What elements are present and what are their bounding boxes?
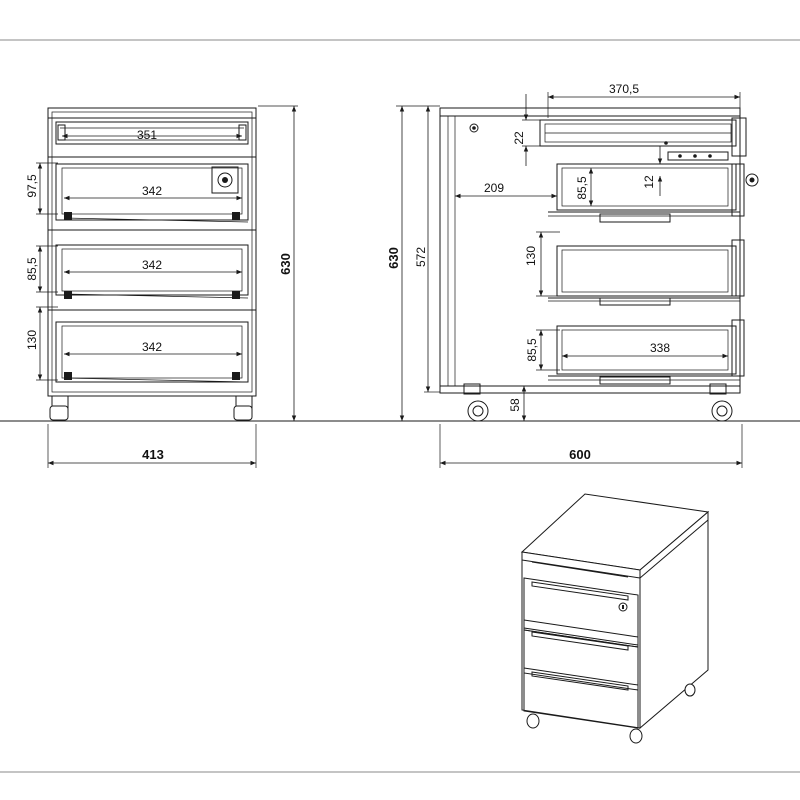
iso-side-face <box>639 510 709 730</box>
iso-handle-3 <box>531 671 629 691</box>
side-lock-icon <box>745 173 759 187</box>
side-drawer-3 <box>556 325 737 375</box>
front-drawer-3-width-label: 342 <box>142 340 162 354</box>
side-top-height-label: 22 <box>512 131 526 145</box>
iso-castor-back <box>684 683 696 697</box>
side-view: 370,5 22 209 12 85,5 130 85,5 338 6 <box>386 82 759 468</box>
iso-drawer-3 <box>523 667 639 729</box>
side-top-depth-label: 370,5 <box>609 82 639 96</box>
side-castor-back <box>711 400 733 422</box>
side-drawer-2 <box>556 245 737 297</box>
side-drawer-2-height-label: 130 <box>524 246 538 266</box>
front-castor-right <box>233 405 253 421</box>
side-body-height-label: 572 <box>414 247 428 267</box>
side-gap-label: 12 <box>642 175 656 189</box>
front-total-height-label: 630 <box>278 253 293 275</box>
side-drawer-1-height-label: 85,5 <box>575 176 589 200</box>
side-cabinet-outline <box>439 107 741 394</box>
iso-handle-2 <box>531 631 629 651</box>
front-drawer-3-height-label: 130 <box>25 330 39 350</box>
iso-front-face <box>521 551 641 729</box>
front-drawer-1-width-label: 342 <box>142 184 162 198</box>
iso-castor-front-right <box>629 728 643 744</box>
front-total-width-label: 413 <box>142 447 164 462</box>
side-drawer-depth-label: 338 <box>650 341 670 355</box>
front-castor-left <box>49 405 69 421</box>
front-cabinet-outline <box>47 107 257 397</box>
front-view: 351 342 342 342 97,5 85,5 130 630 413 <box>25 105 298 468</box>
lock-icon <box>217 172 233 188</box>
side-top-tray <box>539 119 737 147</box>
side-castor-front <box>467 400 489 422</box>
front-top-rail <box>55 121 249 145</box>
side-total-depth-label: 600 <box>569 447 591 462</box>
side-drawer-3-height-label: 85,5 <box>525 338 539 362</box>
side-drawer-1 <box>556 163 737 211</box>
iso-handle-1 <box>531 581 629 601</box>
front-drawer-2-width-label: 342 <box>142 258 162 272</box>
side-total-height-label: 630 <box>386 247 401 269</box>
iso-castor-front-left <box>526 713 540 729</box>
front-drawer-2-height-label: 85,5 <box>25 257 39 281</box>
side-plinth-height-label: 58 <box>508 398 522 412</box>
front-drawer-3 <box>55 321 249 383</box>
isometric-view <box>520 493 710 744</box>
side-inner-offset-label: 209 <box>484 181 504 195</box>
front-top-width-label: 351 <box>137 128 157 142</box>
front-drawer-1-height-label: 97,5 <box>25 174 39 198</box>
front-drawer-2 <box>55 244 249 296</box>
